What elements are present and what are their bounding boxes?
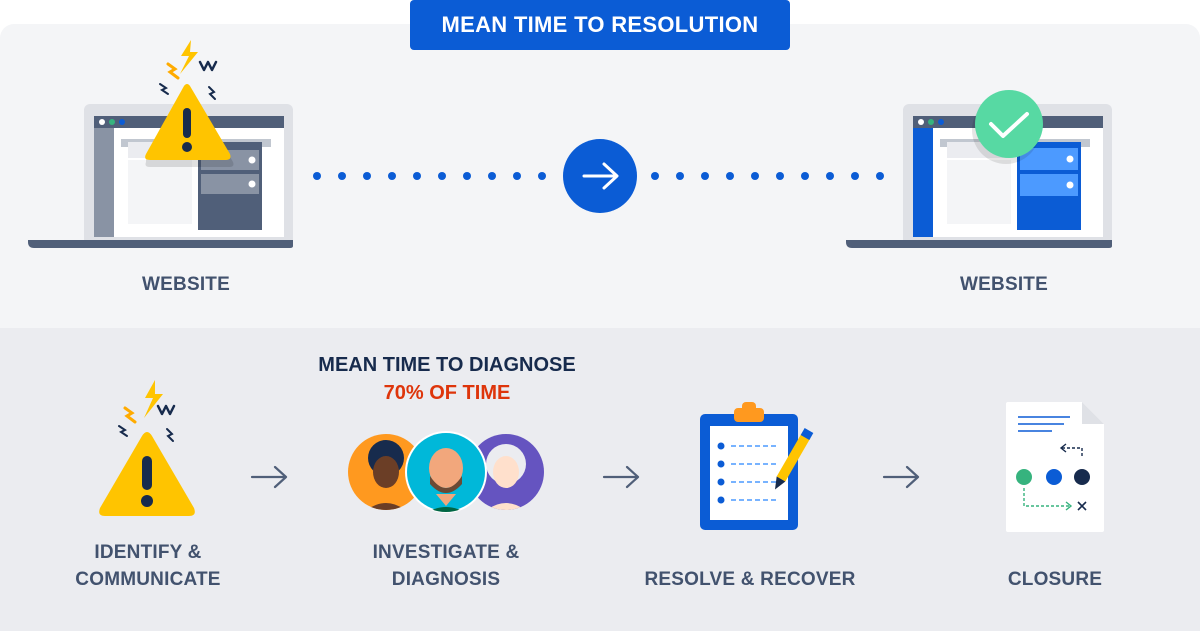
step-investigate-label: INVESTIGATE & DIAGNOSIS	[372, 542, 520, 590]
laptop-check-icon	[846, 90, 1112, 248]
arrow-right-icon	[250, 465, 288, 489]
step-identify-label: IDENTIFY & COMMUNICATE	[75, 542, 221, 590]
warning-triangle-icon	[99, 380, 195, 516]
bottom-panel	[0, 328, 1200, 631]
step-closure-label: CLOSURE	[1007, 569, 1103, 590]
page-title: MEAN TIME TO RESOLUTION	[410, 0, 790, 50]
document-flow-icon	[1006, 402, 1104, 532]
arrow-right-icon	[602, 465, 640, 489]
clipboard-icon	[700, 402, 814, 530]
team-avatars-icon	[348, 431, 544, 513]
diagnose-share: 70% OF TIME	[383, 382, 511, 404]
step-resolve-label: RESOLVE & RECOVER	[644, 569, 856, 590]
left-website-label: WEBSITE	[142, 274, 230, 295]
diagnose-title: MEAN TIME TO DIAGNOSE	[318, 354, 576, 376]
progress-connector	[313, 139, 884, 213]
arrow-right-icon	[563, 139, 637, 213]
laptop-warning-icon	[28, 40, 293, 248]
right-website-label: WEBSITE	[960, 274, 1048, 295]
arrow-right-icon	[882, 465, 920, 489]
